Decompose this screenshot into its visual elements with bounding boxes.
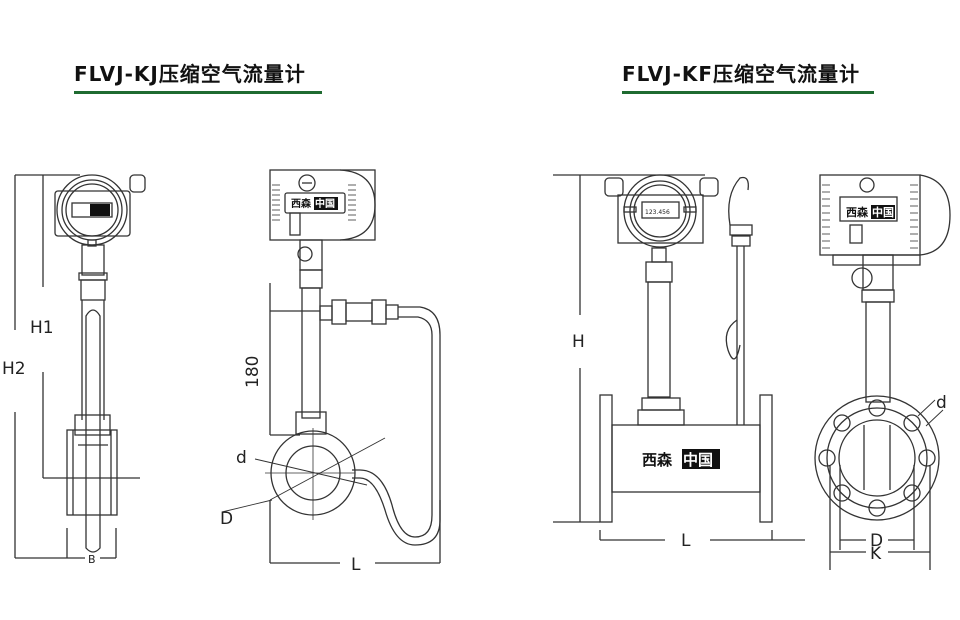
kf-stem bbox=[647, 281, 671, 398]
height-180-label: 180 bbox=[243, 356, 263, 388]
flange-outer bbox=[814, 395, 940, 521]
kf-flange-right bbox=[759, 394, 773, 523]
kf-H-label: H bbox=[572, 332, 585, 352]
kf-front-view bbox=[553, 174, 805, 541]
right-model-title: FLVJ-KF压缩空气流量计 bbox=[622, 62, 861, 86]
kf-side-brand-main: 西森 bbox=[846, 205, 869, 219]
h2-label: H2 bbox=[2, 359, 26, 379]
kf-d-label: d bbox=[936, 393, 947, 413]
kf-display-window bbox=[641, 201, 680, 219]
kf-side-view bbox=[814, 174, 951, 570]
kf-brand-main: 西森 bbox=[642, 451, 673, 469]
kf-side-brand-box: 中国 bbox=[872, 205, 894, 219]
kf-K-label: K bbox=[870, 544, 882, 564]
kf-brand-box: 中国 bbox=[683, 451, 713, 469]
kf-side-stem bbox=[865, 301, 891, 403]
kf-flange-left bbox=[599, 394, 613, 523]
kf-display-value: 123.456 bbox=[645, 209, 670, 216]
probe-tube bbox=[85, 309, 101, 553]
impulse-tube bbox=[352, 306, 441, 546]
left-title-underline bbox=[74, 91, 322, 94]
kf-D-label: D bbox=[870, 531, 883, 551]
flange-bore bbox=[838, 419, 916, 497]
kf-L-label: L bbox=[681, 531, 691, 551]
b-label: B bbox=[88, 553, 96, 566]
kj-D-label: D bbox=[220, 509, 233, 529]
kj-brand-main: 西森 bbox=[291, 197, 312, 210]
left-model-title: FLVJ-KJ压缩空气流量计 bbox=[74, 62, 306, 86]
right-title-underline bbox=[622, 91, 874, 94]
kf-housing-side bbox=[819, 174, 921, 256]
display-window bbox=[71, 202, 113, 218]
kj-brand-box: 中国 bbox=[315, 197, 335, 210]
kj-side-view bbox=[221, 169, 441, 564]
kj-d-label: d bbox=[236, 448, 247, 468]
kj-front-view bbox=[14, 174, 146, 559]
h1-label: H1 bbox=[30, 318, 54, 338]
cover-screw bbox=[298, 174, 316, 192]
kj-L-label: L bbox=[351, 555, 361, 575]
